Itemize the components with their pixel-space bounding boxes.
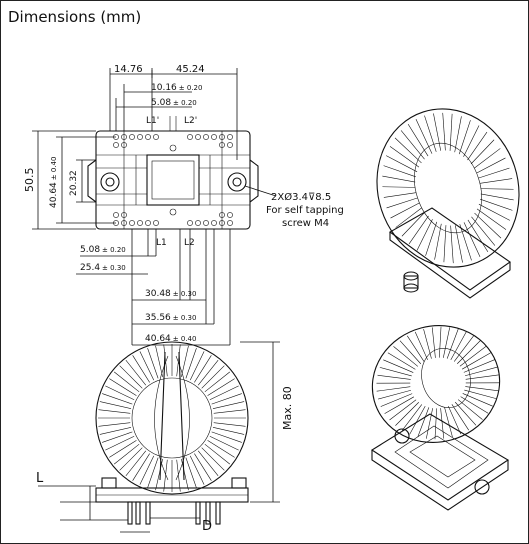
drawing-title: Dimensions (mm) [8,8,142,26]
hole-note-line3: screw M4 [282,218,329,229]
iso-base-bottom [370,413,510,501]
dim-20-32: 20.32 [69,170,79,196]
iso-toroid-bottom [371,325,501,443]
dim-40-64-horizontal: 40.64± 0.40 [145,334,196,344]
left-ear [87,159,97,203]
top-view: 14.76 45.24 10.16± 0.20 5.08± 0.20 L1' L… [23,64,344,346]
side-view: Max. 80 L D [36,341,294,534]
dim-14-76: 14.76 [114,64,143,75]
winding-lines [98,344,246,492]
isometric-view-top [376,108,520,299]
dim-5-08-top: 5.08± 0.20 [151,98,197,108]
label-d: D [202,519,212,534]
right-mount-hole [227,172,247,192]
dim-35-56: 35.56± 0.30 [145,313,196,323]
hole-note-line1: 2XØ3.4⊽8.5 [271,191,331,203]
dim-45-24: 45.24 [176,64,205,75]
toroid-outline [95,341,249,495]
label-l: L [36,471,44,486]
base-outline [95,130,251,230]
dim-40-64-vertical: 40.64± 0.40 [49,157,59,208]
hole-note-line2: For self tapping [266,205,344,216]
top-pin-row [113,134,233,148]
bottom-pin-row [113,212,233,226]
right-ear [249,159,259,203]
dim-25-4: 25.4± 0.30 [80,263,126,273]
dim-30-48: 30.48± 0.30 [145,289,196,299]
max-height-label: Max. 80 [281,386,294,430]
dim-50-5: 50.5 [23,168,36,193]
iso-toroid-top [376,108,520,268]
pin-label-l2: L2 [184,238,195,248]
dim-10-16: 10.16± 0.20 [151,83,202,93]
left-mount-hole [100,172,120,192]
isometric-view-bottom [370,325,510,511]
center-window [146,154,200,206]
pin-label-l1: L1 [156,238,167,248]
pin-label-l1-prime: L1' [146,116,159,126]
dim-5-08-bottom: 5.08± 0.20 [80,245,126,255]
iso-base-top [388,207,511,291]
pin-label-l2-prime: L2' [184,116,197,126]
